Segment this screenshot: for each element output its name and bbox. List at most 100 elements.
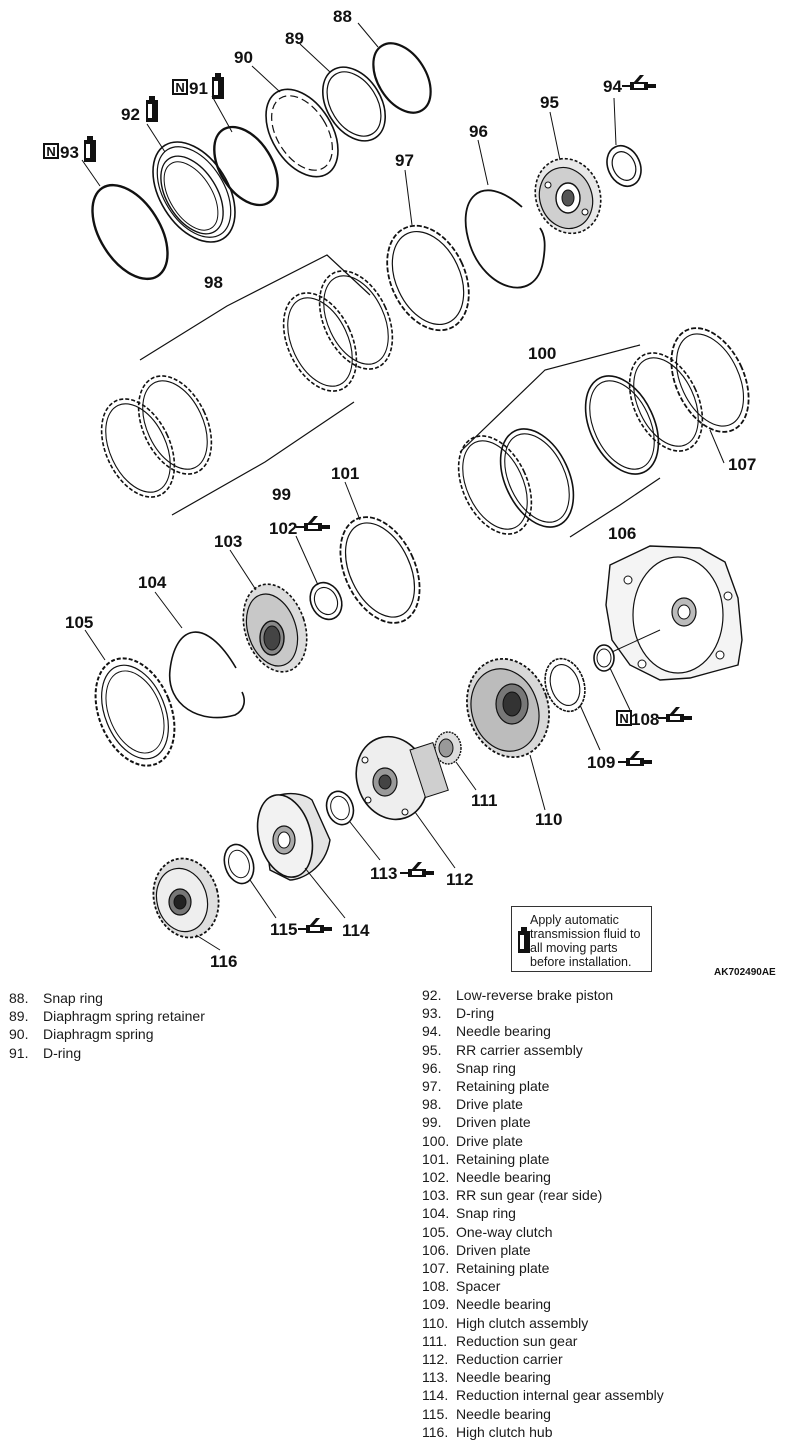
- legend-item-number: 99.: [422, 1114, 442, 1131]
- retaining-plate-107: [670, 327, 750, 433]
- callout-90: 90: [234, 48, 253, 67]
- legend-item-number: 96.: [422, 1059, 442, 1076]
- legend-item-number: 115.: [422, 1405, 449, 1422]
- legend-item: 112.Reduction carrier: [422, 1350, 664, 1368]
- legend-item: 88.Snap ring: [9, 989, 205, 1007]
- legend-item: 94.Needle bearing: [422, 1022, 664, 1040]
- legend-item: 109.Needle bearing: [422, 1295, 664, 1313]
- grease-gun-icon: [621, 74, 657, 91]
- legend-item-name: Needle bearing: [456, 1296, 551, 1313]
- callout-89: 89: [285, 29, 304, 48]
- legend-item-name: Snap ring: [456, 1059, 516, 1076]
- legend-item-number: 113.: [422, 1369, 449, 1386]
- legend-item-number: 104.: [422, 1205, 450, 1222]
- legend-item-number: 89.: [9, 1008, 29, 1025]
- callout-91: 91: [189, 79, 208, 98]
- legend-item-name: Snap ring: [456, 1205, 516, 1222]
- transmission-case: [605, 545, 743, 681]
- legend-item-name: Spacer: [456, 1278, 501, 1295]
- needle-bearing-115: [223, 843, 255, 885]
- legend-item: 103.RR sun gear (rear side): [422, 1186, 664, 1204]
- callout-104: 104: [138, 573, 167, 592]
- leader-lines: [81, 22, 725, 951]
- legend-item: 110. High clutch assembly: [422, 1314, 664, 1332]
- legend-item: 95.RR carrier assembly: [422, 1041, 664, 1059]
- callout-103: 103: [214, 532, 242, 551]
- legend-item-name: Needle bearing: [456, 1169, 551, 1186]
- legend-item: 108. Spacer: [422, 1277, 664, 1295]
- legend-item: 115.Needle bearing: [422, 1405, 664, 1423]
- grease-gun-icon: [399, 861, 435, 878]
- legend-item-name: D-ring: [43, 1044, 82, 1061]
- legend-item: 101.Retaining plate: [422, 1150, 664, 1168]
- legend-item-name: Reduction internal gear assembly: [456, 1387, 664, 1404]
- grease-gun-icon: [297, 917, 333, 934]
- legend-item-name: High clutch assembly: [456, 1314, 589, 1331]
- legend-item-number: 97.: [422, 1078, 442, 1095]
- spacer-108: [593, 644, 615, 672]
- d-ring-91: [213, 125, 279, 207]
- callout-109: 109: [587, 753, 615, 772]
- legend-item-number: 92.: [422, 987, 442, 1003]
- low-reverse-brake-piston-92: [152, 141, 236, 243]
- bracket-106: [569, 477, 661, 538]
- legend-item: 89.Diaphragm spring retainer: [9, 1007, 205, 1025]
- legend-item-number: 112.: [422, 1351, 449, 1368]
- oil-can-icon: [212, 73, 224, 99]
- legend-item-number: 100.: [422, 1132, 450, 1149]
- legend-item: 91.D-ring: [9, 1044, 205, 1062]
- high-clutch-assembly-110: [466, 657, 550, 759]
- legend-item-name: Retaining plate: [456, 1150, 550, 1167]
- legend-item-number: 93.: [422, 1005, 442, 1022]
- legend-item: 104. Snap ring: [422, 1204, 664, 1222]
- bracket-98: [139, 254, 371, 361]
- snap-ring-88: [372, 42, 432, 114]
- legend-item: 100. Drive plate: [422, 1132, 664, 1150]
- callout-115: 115: [270, 920, 297, 939]
- fluid-note-text: Apply automatic transmission fluid to al…: [530, 913, 641, 969]
- exploded-view-diagram: N: [43, 7, 776, 978]
- legend-item-number: 105.: [422, 1223, 450, 1240]
- callout-92: 92: [121, 105, 140, 124]
- legend-item-name: Low-reverse brake piston: [456, 987, 614, 1003]
- legend-item-number: 108.: [422, 1278, 450, 1295]
- callout-100: 100: [528, 344, 556, 363]
- callout-101: 101: [331, 464, 359, 483]
- legend-item-name: D-ring: [456, 1005, 495, 1022]
- oil-can-icon: [518, 927, 530, 953]
- high-clutch-hub-116: [152, 857, 220, 939]
- legend-item-number: 106.: [422, 1241, 450, 1258]
- diaphragm-spring-90: [265, 88, 339, 178]
- legend-item-number: 110.: [422, 1314, 449, 1331]
- fluid-note-box: Apply automatic transmission fluid to al…: [511, 906, 652, 972]
- bracket-99: [171, 401, 355, 516]
- legend-item-name: Drive plate: [456, 1096, 523, 1113]
- legend-item-name: Needle bearing: [456, 1369, 551, 1386]
- legend-item: 96. Snap ring: [422, 1059, 664, 1077]
- legend-item-name: Driven plate: [456, 1114, 531, 1131]
- rr-carrier-assembly-95: [534, 157, 602, 235]
- legend-item-number: 98.: [422, 1096, 442, 1113]
- legend-item: 90. Diaphragm spring: [9, 1025, 205, 1043]
- retaining-plate-97: [386, 224, 470, 332]
- legend-item: 92. Low-reverse brake piston: [422, 986, 664, 1004]
- new-part-marker: [616, 710, 632, 726]
- legend-item-name: Reduction sun gear: [456, 1332, 578, 1349]
- callout-88: 88: [333, 7, 352, 26]
- legend-item-name: Drive plate: [456, 1132, 523, 1149]
- legend-item-name: Diaphragm spring: [43, 1026, 154, 1043]
- legend-item-number: 90.: [9, 1026, 29, 1043]
- grease-gun-icon: [657, 706, 693, 723]
- legend-item-name: High clutch hub: [456, 1423, 553, 1440]
- legend-item: 106.Driven plate: [422, 1241, 664, 1259]
- callout-95: 95: [540, 93, 559, 112]
- diaphragm-spring-retainer-89: [321, 66, 387, 142]
- legend-item: 102. Needle bearing: [422, 1168, 664, 1186]
- legend-item-number: 102.: [422, 1169, 450, 1186]
- callout-105: 105: [65, 613, 93, 632]
- callout-96: 96: [469, 122, 488, 141]
- legend-item: 111.Reduction sun gear: [422, 1332, 664, 1350]
- legend-item: 116.High clutch hub: [422, 1423, 664, 1441]
